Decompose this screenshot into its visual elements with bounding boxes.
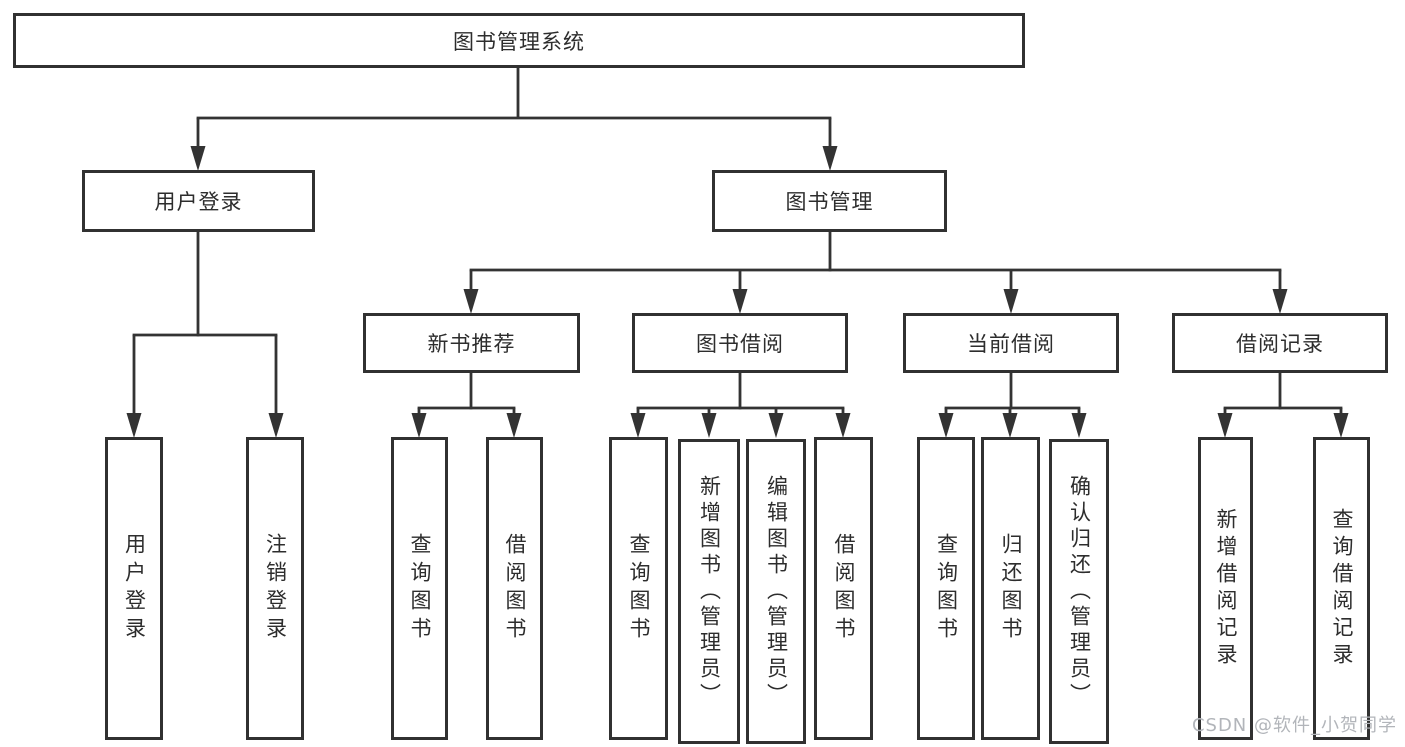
leaf-recommend-borrow-books: 借阅图书 [486,437,543,740]
node-current-borrow-label: 当前借阅 [967,332,1055,356]
node-user-login-label: 用户登录 [154,190,243,214]
leaf-recommend-query-books: 查询图书 [391,437,448,740]
leaf-borrow-borrow-books-label: 借阅图书 [832,532,856,645]
node-root: 图书管理系统 [13,13,1025,68]
leaf-add-book-admin: 新增图书（管理员） [678,439,740,744]
node-book-borrow: 图书借阅 [632,313,848,373]
csdn-watermark: CSDN @软件_小贺同学 [1191,715,1397,736]
leaf-logout: 注销登录 [246,437,304,740]
leaf-borrow-query-books-label: 查询图书 [627,532,651,645]
node-new-book-recommend: 新书推荐 [363,313,580,373]
leaf-edit-book-admin-label: 编辑图书（管理员） [764,474,789,709]
leaf-logout-label: 注销登录 [263,532,288,645]
leaf-recommend-borrow-books-label: 借阅图书 [503,532,527,645]
node-book-management: 图书管理 [712,170,947,232]
leaf-add-borrow-record-label: 新增借阅记录 [1214,507,1238,670]
leaf-edit-book-admin: 编辑图书（管理员） [746,439,806,744]
leaf-confirm-return-admin-label: 确认归还（管理员） [1067,474,1092,709]
node-borrow-records: 借阅记录 [1172,313,1388,373]
node-current-borrow: 当前借阅 [903,313,1119,373]
leaf-current-query-books: 查询图书 [917,437,975,740]
leaf-add-borrow-record: 新增借阅记录 [1198,437,1253,740]
leaf-query-borrow-record: 查询借阅记录 [1313,437,1370,740]
leaf-user-login-label: 用户登录 [122,532,147,645]
leaf-user-login: 用户登录 [105,437,163,740]
leaf-borrow-query-books: 查询图书 [609,437,668,740]
node-borrow-records-label: 借阅记录 [1236,332,1324,356]
leaf-recommend-query-books-label: 查询图书 [408,532,432,645]
leaf-return-books: 归还图书 [981,437,1040,740]
leaf-add-book-admin-label: 新增图书（管理员） [697,474,722,709]
node-user-login: 用户登录 [82,170,315,232]
leaf-borrow-borrow-books: 借阅图书 [814,437,873,740]
leaf-return-books-label: 归还图书 [999,532,1023,645]
node-new-book-recommend-label: 新书推荐 [427,332,516,356]
node-book-borrow-label: 图书借阅 [696,332,784,356]
node-book-management-label: 图书管理 [785,190,874,214]
leaf-confirm-return-admin: 确认归还（管理员） [1049,439,1109,744]
leaf-current-query-books-label: 查询图书 [934,532,959,645]
leaf-query-borrow-record-label: 查询借阅记录 [1330,507,1354,670]
node-root-label: 图书管理系统 [453,29,585,54]
